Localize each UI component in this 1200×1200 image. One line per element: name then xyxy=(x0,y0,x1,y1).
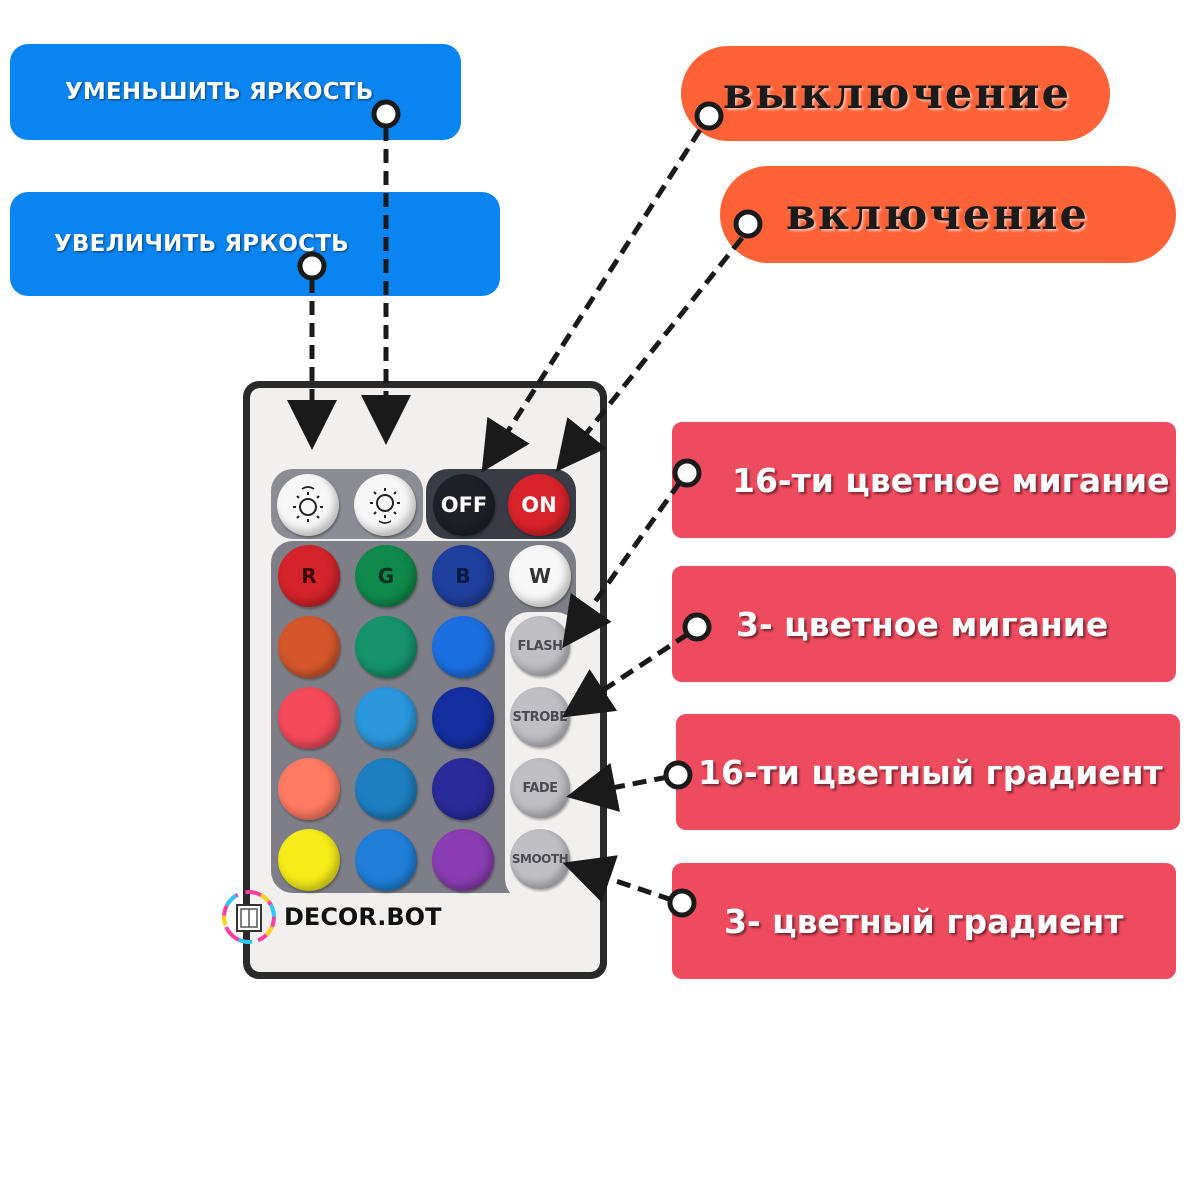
power-on-text: включение xyxy=(786,189,1089,240)
green-button-label: G xyxy=(377,564,395,588)
on-button-label: ON xyxy=(521,493,557,517)
power-off-text: выключение xyxy=(723,68,1072,119)
flash-button[interactable]: FLASH xyxy=(510,616,570,676)
color-button[interactable] xyxy=(278,829,340,891)
power-on-label: включение xyxy=(720,166,1176,263)
color-button[interactable] xyxy=(355,616,417,678)
brightness-down-button[interactable] xyxy=(277,474,339,536)
smooth-label: 3- цветный градиент xyxy=(672,863,1176,979)
sun-up-icon xyxy=(370,488,400,524)
color-button[interactable] xyxy=(278,758,340,820)
fade-button[interactable]: FADE xyxy=(510,758,570,818)
red-button[interactable]: R xyxy=(278,545,340,607)
increase-brightness-label: УВЕЛИЧИТЬ ЯРКОСТЬ xyxy=(10,192,500,296)
color-button[interactable] xyxy=(355,758,417,820)
color-button[interactable] xyxy=(278,616,340,678)
white-button-label: W xyxy=(528,564,552,588)
color-button[interactable] xyxy=(355,687,417,749)
fade-button-label: FADE xyxy=(522,780,558,796)
color-button[interactable] xyxy=(432,758,494,820)
flash-button-label: FLASH xyxy=(517,638,563,654)
strobe-button[interactable]: STROBE xyxy=(510,687,570,747)
brand-logo: DECOR.BOT xyxy=(220,888,441,946)
brightness-up-button[interactable] xyxy=(354,474,416,536)
flash-label: 16-ти цветное мигание xyxy=(672,422,1176,538)
logo-text: DECOR.BOT xyxy=(284,903,442,931)
off-button-label: OFF xyxy=(440,493,488,517)
color-button[interactable] xyxy=(278,687,340,749)
color-button[interactable] xyxy=(355,829,417,891)
smooth-button-label: SMOOTH xyxy=(511,852,569,866)
red-button-label: R xyxy=(301,564,317,588)
smooth-text: 3- цветный градиент xyxy=(724,901,1124,941)
fade-label: 16-ти цветный градиент xyxy=(676,714,1180,830)
strobe-button-label: STROBE xyxy=(512,709,568,725)
flash-text: 16-ти цветное мигание xyxy=(732,460,1170,500)
blue-button-label: B xyxy=(455,564,471,588)
blue-button[interactable]: B xyxy=(432,545,494,607)
increase-brightness-text: УВЕЛИЧИТЬ ЯРКОСТЬ xyxy=(54,231,349,257)
off-button[interactable]: OFF xyxy=(433,474,495,536)
green-button[interactable]: G xyxy=(355,545,417,607)
strobe-label: 3- цветное мигание xyxy=(672,566,1176,682)
color-button[interactable] xyxy=(432,829,494,891)
decrease-brightness-text: УМЕНЬШИТЬ ЯРКОСТЬ xyxy=(65,79,374,105)
sun-down-icon xyxy=(293,486,323,522)
strobe-text: 3- цветное мигание xyxy=(736,604,1109,644)
fade-text: 16-ти цветный градиент xyxy=(698,752,1163,792)
power-off-label: выключение xyxy=(681,46,1110,141)
color-button[interactable] xyxy=(432,687,494,749)
on-button[interactable]: ON xyxy=(508,474,570,536)
color-button[interactable] xyxy=(432,616,494,678)
decor-bot-logo-icon xyxy=(222,890,276,944)
decrease-brightness-label: УМЕНЬШИТЬ ЯРКОСТЬ xyxy=(10,44,461,140)
white-button[interactable]: W xyxy=(509,545,571,607)
smooth-button[interactable]: SMOOTH xyxy=(510,829,570,889)
